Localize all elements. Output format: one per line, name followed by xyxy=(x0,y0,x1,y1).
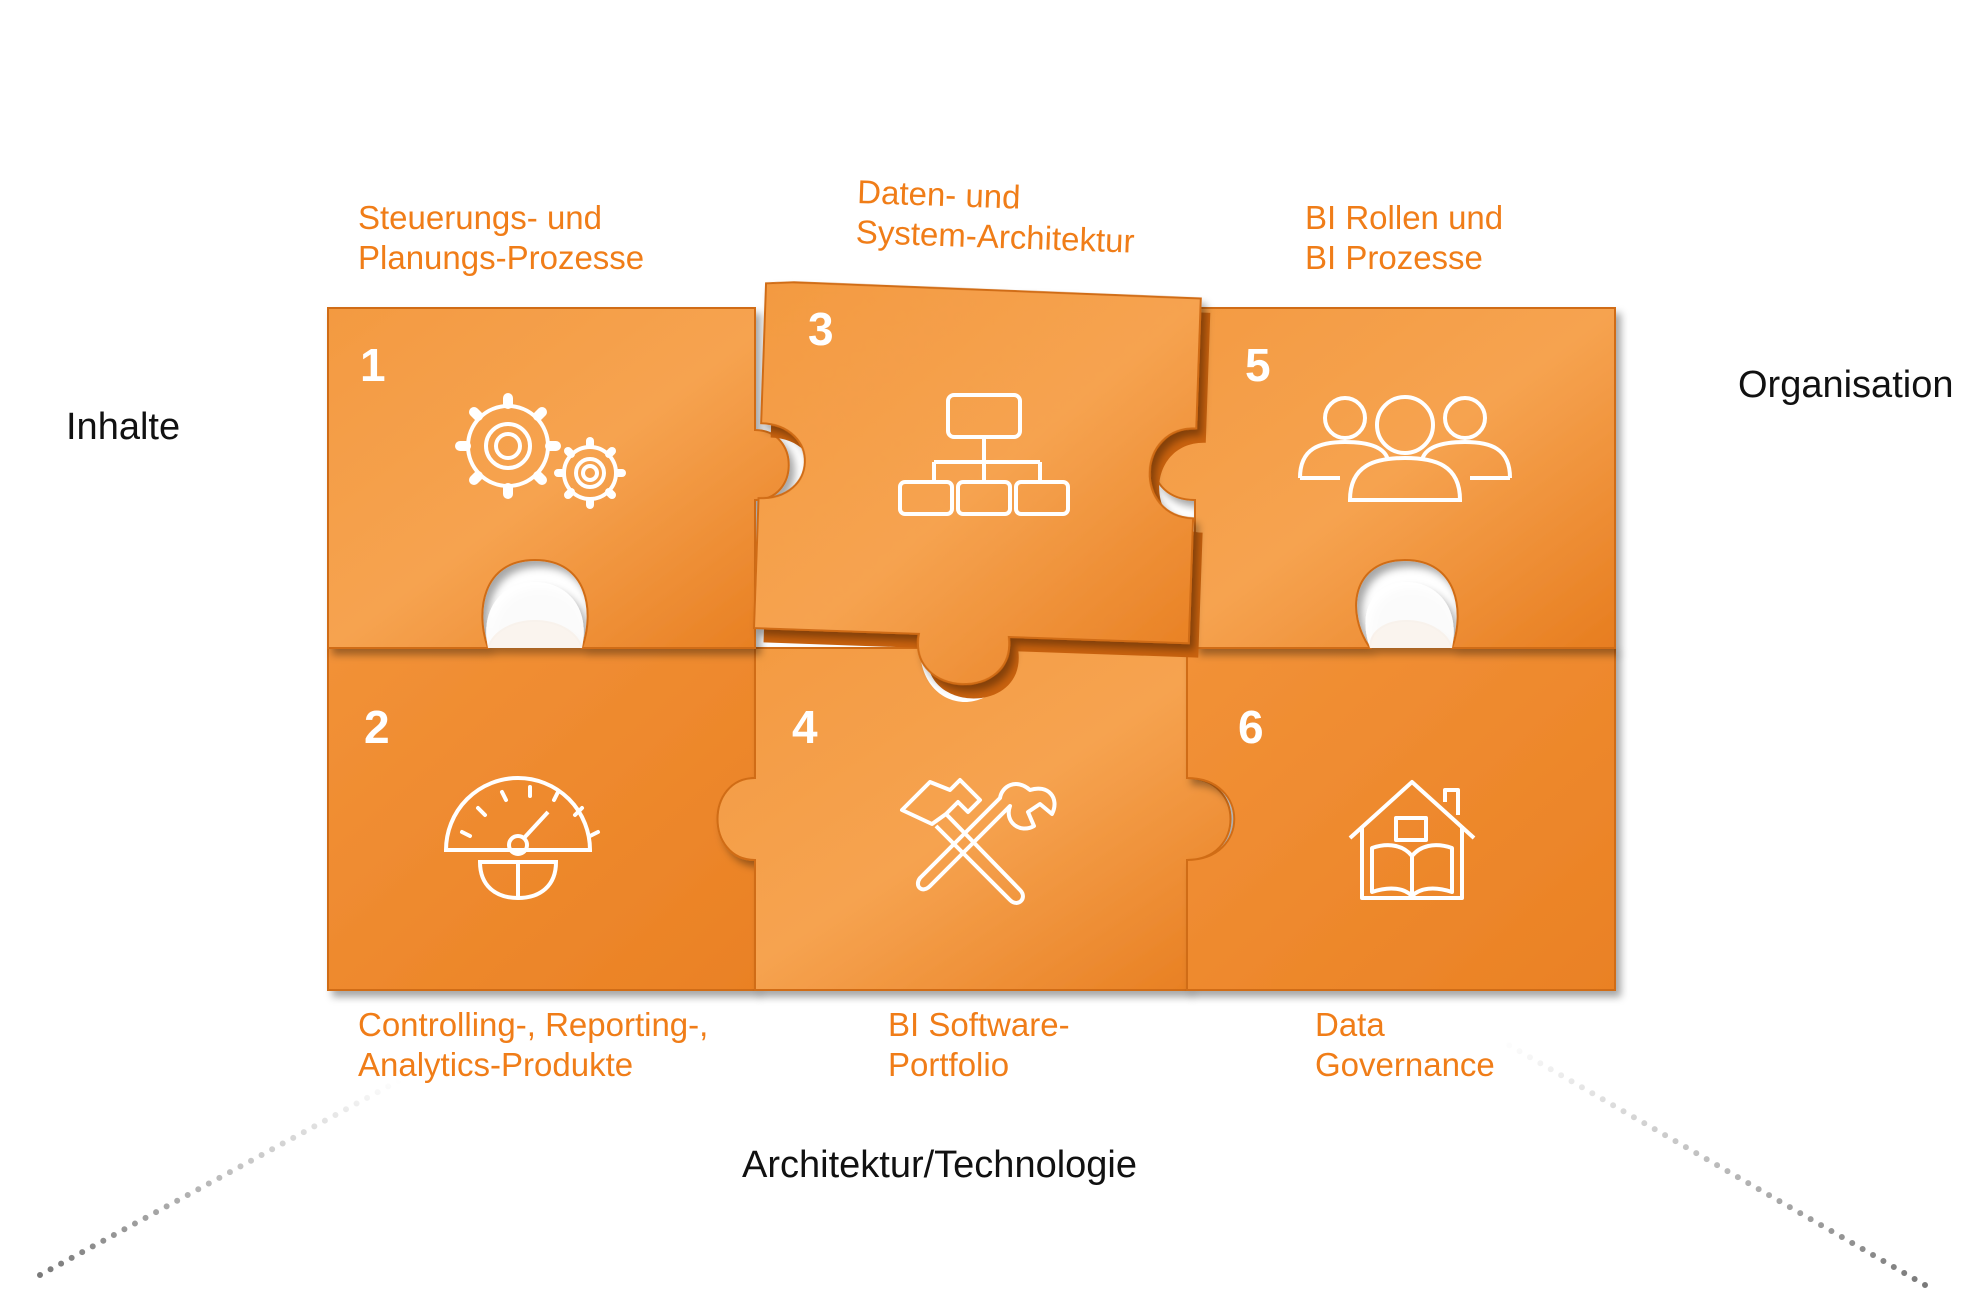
piece-label-4-line2: Portfolio xyxy=(888,1046,1010,1084)
puzzle-piece-6 xyxy=(1186,620,1616,991)
gears-icon xyxy=(455,393,626,509)
piece-label-5-line1: BI Rollen und xyxy=(1305,199,1504,236)
piece-label-5-line2: BI Prozesse xyxy=(1305,239,1483,277)
puzzle-piece-2 xyxy=(327,620,756,991)
piece-label-6: Data Governance xyxy=(1315,1005,1495,1086)
piece-label-2-line1: Controlling-, Reporting-, xyxy=(358,1006,709,1043)
piece-label-1-line1: Steuerungs- und xyxy=(358,199,603,236)
axis-label-bottom: Architektur/Technologie xyxy=(742,1144,1137,1186)
puzzle-piece-5 xyxy=(1152,307,1616,649)
tools-icon xyxy=(900,778,1057,905)
people-icon xyxy=(1298,395,1512,502)
piece-number-5: 5 xyxy=(1245,339,1271,391)
piece-label-2: Controlling-, Reporting-, Analytics-Prod… xyxy=(358,1005,708,1086)
piece-number-1: 1 xyxy=(360,339,386,391)
piece-number-6: 6 xyxy=(1238,701,1264,753)
piece-label-6-line2: Governance xyxy=(1315,1046,1495,1084)
piece-label-1: Steuerungs- und Planungs-Prozesse xyxy=(358,198,644,279)
piece-label-3: Daten- und System-Architektur xyxy=(855,172,1136,262)
piece-number-4: 4 xyxy=(792,701,818,753)
org-chart-icon xyxy=(898,393,1070,516)
gauge-icon xyxy=(443,776,600,901)
piece-label-5: BI Rollen und BI Prozesse xyxy=(1305,198,1503,279)
axis-label-right: Organisation xyxy=(1738,364,1954,406)
piece-label-4-line1: BI Software- xyxy=(888,1006,1070,1043)
piece-label-1-line2: Planungs-Prozesse xyxy=(358,239,645,277)
piece-label-2-line2: Analytics-Produkte xyxy=(358,1046,634,1084)
guide-lines xyxy=(37,2,1928,1288)
puzzle-piece-1 xyxy=(327,307,790,649)
piece-number-3: 3 xyxy=(808,303,834,355)
axis-label-left: Inhalte xyxy=(66,406,181,448)
house-book-icon xyxy=(1348,780,1476,900)
piece-label-4: BI Software- Portfolio xyxy=(888,1005,1070,1086)
piece-label-6-line1: Data xyxy=(1315,1006,1385,1043)
piece-number-2: 2 xyxy=(364,701,390,753)
